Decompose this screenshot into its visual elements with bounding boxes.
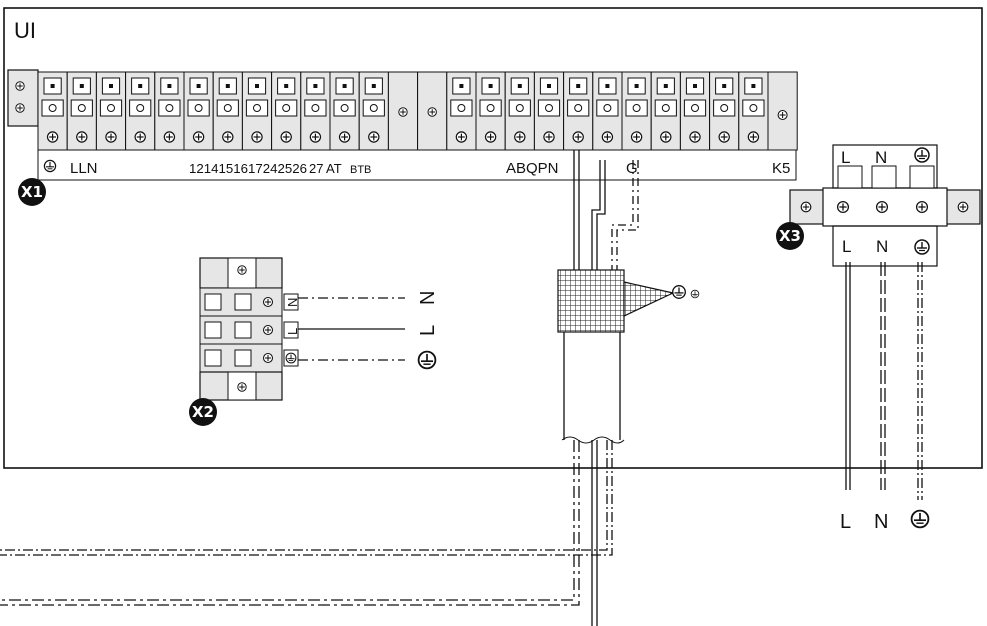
mains-label-l: L [840,511,851,533]
svg-text:X1: X1 [21,183,43,201]
x1-terminal [37,71,68,151]
x3-lower-label-l: L [842,237,851,256]
x1-terminal-row [37,71,798,151]
x3-terminal-label-n: N [875,148,887,167]
x1-label-numbers: 1214151617242526 [189,161,307,176]
x1-label-abqpn: ABQPN [506,160,559,177]
x1-terminal [300,71,331,151]
x1-label-27: 27 [309,161,323,176]
x1-terminal [475,71,506,151]
x1-terminal [533,71,565,151]
x1-labels: LLN 1214151617242526 27 AT BTB ABQPN G K… [43,159,790,177]
x1-label-at: AT [326,161,342,176]
x1-terminal [767,71,798,151]
x1-terminal [417,71,448,151]
x1-terminal [241,71,273,151]
x1-terminal [329,71,360,151]
x1-terminal [738,71,769,151]
x1-terminal [212,71,243,151]
x1-terminal-block [7,69,798,181]
x2-badge: X2 [189,398,217,426]
x3-badge: X3 [776,222,804,250]
x1-terminal [709,71,740,151]
mains-cable [845,262,923,500]
x1-terminal [446,71,477,151]
x1-terminal [125,71,156,151]
x2-terminal-label: N [285,298,300,307]
x3-lower-earth-icon [914,239,930,255]
x1-terminal [95,71,127,151]
x1-terminal [358,71,389,151]
cable-shield-earth-icon [672,285,686,299]
x1-label-btb: BTB [350,164,371,176]
x1-label-lln: LLN [70,160,98,177]
x2-earth-icon [417,350,437,370]
x2-terminal-row: L [199,315,405,345]
x1-terminal [504,71,535,151]
x1-label-k5: K5 [772,160,790,177]
x1-terminal [271,71,302,151]
earth-symbol-icon [690,289,700,299]
x2-wire-label-l: L [417,325,439,336]
x3-terminal-label-l: L [841,148,850,167]
x1-terminal [592,71,623,151]
x1-terminal [66,71,97,151]
mains-label-n: N [874,511,888,533]
x2-wire-label-n: N [417,291,439,305]
signal-cable [557,150,675,444]
x1-terminal [387,71,419,151]
x2-terminal-row: N [199,287,405,317]
x1-terminal [183,71,214,151]
x1-terminal [563,71,594,151]
x1-terminal [679,71,711,151]
unit-enclosure [3,7,983,469]
x3-lower-label-n: N [876,237,888,256]
x1-badge: X1 [18,178,46,206]
mains-earth-icon [910,509,930,529]
x1-terminal [154,71,185,151]
x2-pe-earth-icon [285,352,297,364]
x2-terminal-row [199,343,405,373]
x2-terminal-label: L [285,328,300,335]
unit-label: UI [14,18,36,43]
x3-terminal-block [789,144,981,267]
x2-terminal-block: NL [199,257,405,401]
x3-terminal-earth-icon [914,147,930,163]
x1-terminal [621,71,652,151]
x1-terminal [650,71,681,151]
svg-text:X3: X3 [779,227,801,245]
cable-exit-lines [0,440,613,626]
x1-label-g: G [626,160,638,177]
svg-text:X2: X2 [192,403,214,421]
